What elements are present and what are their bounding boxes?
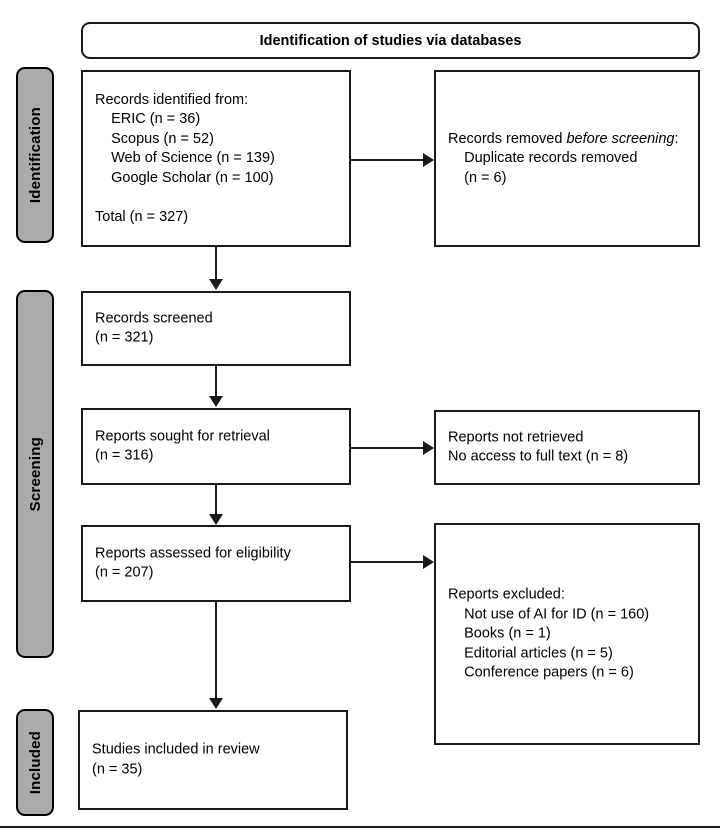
box-records-identified: Records identified from: ERIC (n = 36) S…	[81, 70, 351, 247]
records-removed-detail: Duplicate records removed (n = 6)	[464, 149, 638, 186]
box-records-identified-text: Records identified from: ERIC (n = 36) S…	[95, 91, 275, 225]
stage-tab-identification-label: Identification	[26, 106, 44, 204]
stage-tab-included-label: Included	[26, 730, 44, 795]
box-reports-not-retrieved: Reports not retrieved No access to full …	[434, 410, 700, 485]
box-reports-assessed: Reports assessed for eligibility (n = 20…	[81, 525, 351, 602]
stage-tab-screening-label: Screening	[26, 436, 44, 512]
connector-identified-to-screened	[215, 247, 217, 280]
connector-sought-to-not-retrieved	[351, 447, 424, 449]
connector-assessed-to-included	[215, 602, 217, 699]
box-studies-included-text: Studies included in review (n = 35)	[92, 741, 260, 778]
box-records-screened: Records screened (n = 321)	[81, 291, 351, 366]
connector-screened-to-sought	[215, 366, 217, 397]
connector-identified-to-removed	[351, 159, 424, 161]
box-reports-excluded-text: Reports excluded: Not use of AI for ID (…	[448, 586, 650, 681]
header-title: Identification of studies via databases	[259, 32, 522, 49]
box-reports-excluded: Reports excluded: Not use of AI for ID (…	[434, 523, 700, 745]
records-removed-colon: :	[674, 130, 679, 147]
box-records-removed: Records removed before screening: Duplic…	[434, 70, 700, 247]
box-reports-not-retrieved-text: Reports not retrieved No access to full …	[448, 429, 629, 465]
connector-screened-to-sought-arrowhead	[208, 396, 223, 407]
footer-divider	[0, 826, 720, 828]
box-reports-sought-text: Reports sought for retrieval (n = 316)	[95, 428, 270, 464]
box-reports-assessed-text: Reports assessed for eligibility (n = 20…	[95, 545, 291, 581]
box-studies-included: Studies included in review (n = 35)	[78, 710, 348, 810]
connector-sought-to-not-retrieved-arrowhead	[423, 440, 434, 455]
records-removed-italic: before screening	[566, 130, 675, 147]
header-banner: Identification of studies via databases	[81, 22, 700, 59]
records-removed-lead: Records removed	[448, 130, 567, 147]
connector-identified-to-removed-arrowhead	[423, 152, 434, 167]
box-records-screened-text: Records screened (n = 321)	[95, 310, 213, 346]
box-records-removed-text: Records removed before screening: Duplic…	[448, 129, 690, 188]
connector-sought-to-assessed	[215, 485, 217, 516]
connector-assessed-to-excluded	[351, 561, 424, 563]
stage-tab-identification[interactable]: Identification	[16, 67, 54, 243]
box-reports-sought: Reports sought for retrieval (n = 316)	[81, 408, 351, 485]
stage-tab-screening[interactable]: Screening	[16, 290, 54, 658]
connector-assessed-to-excluded-arrowhead	[423, 554, 434, 569]
connector-identified-to-screened-arrowhead	[208, 279, 223, 290]
connector-sought-to-assessed-arrowhead	[208, 514, 223, 525]
connector-assessed-to-included-arrowhead	[208, 698, 223, 709]
stage-tab-included[interactable]: Included	[16, 709, 54, 816]
